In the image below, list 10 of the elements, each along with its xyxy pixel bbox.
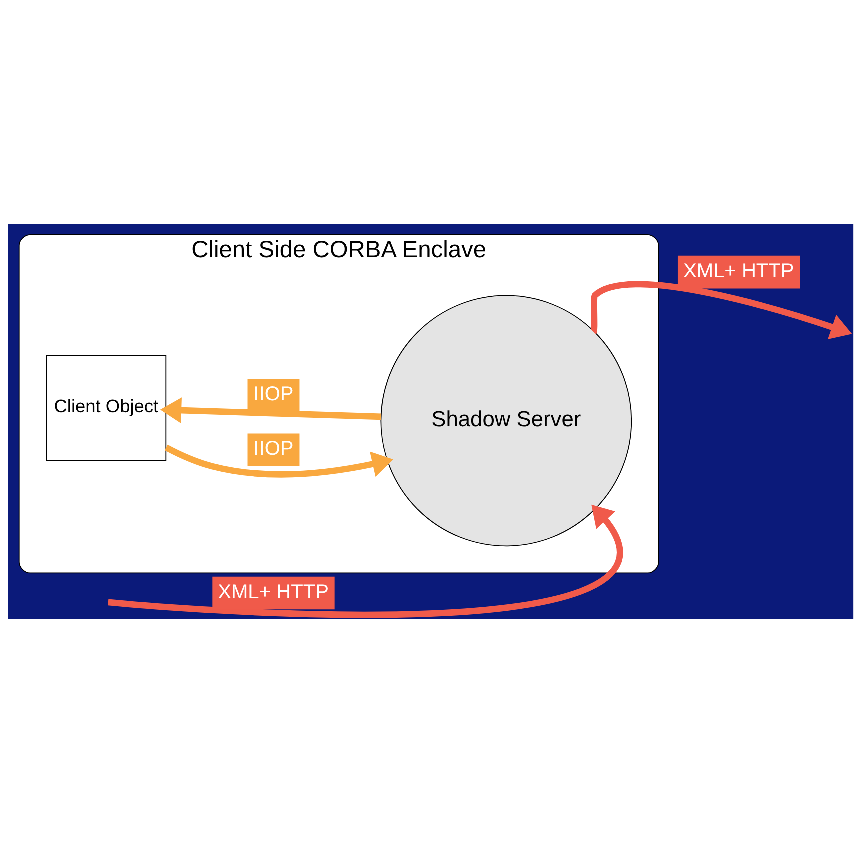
- arrow: [108, 504, 623, 618]
- arrow: [164, 444, 394, 478]
- node-box: Client Object: [46, 354, 167, 461]
- node-circle: Shadow Server: [380, 294, 632, 546]
- edge-label: IIOP: [254, 438, 294, 460]
- edge-label: XML+ HTTP: [218, 580, 329, 603]
- edge-label: XML+ HTTP: [683, 260, 794, 282]
- edge-label: IIOP: [254, 383, 294, 406]
- arrow: [590, 280, 852, 339]
- arrow: [160, 397, 382, 423]
